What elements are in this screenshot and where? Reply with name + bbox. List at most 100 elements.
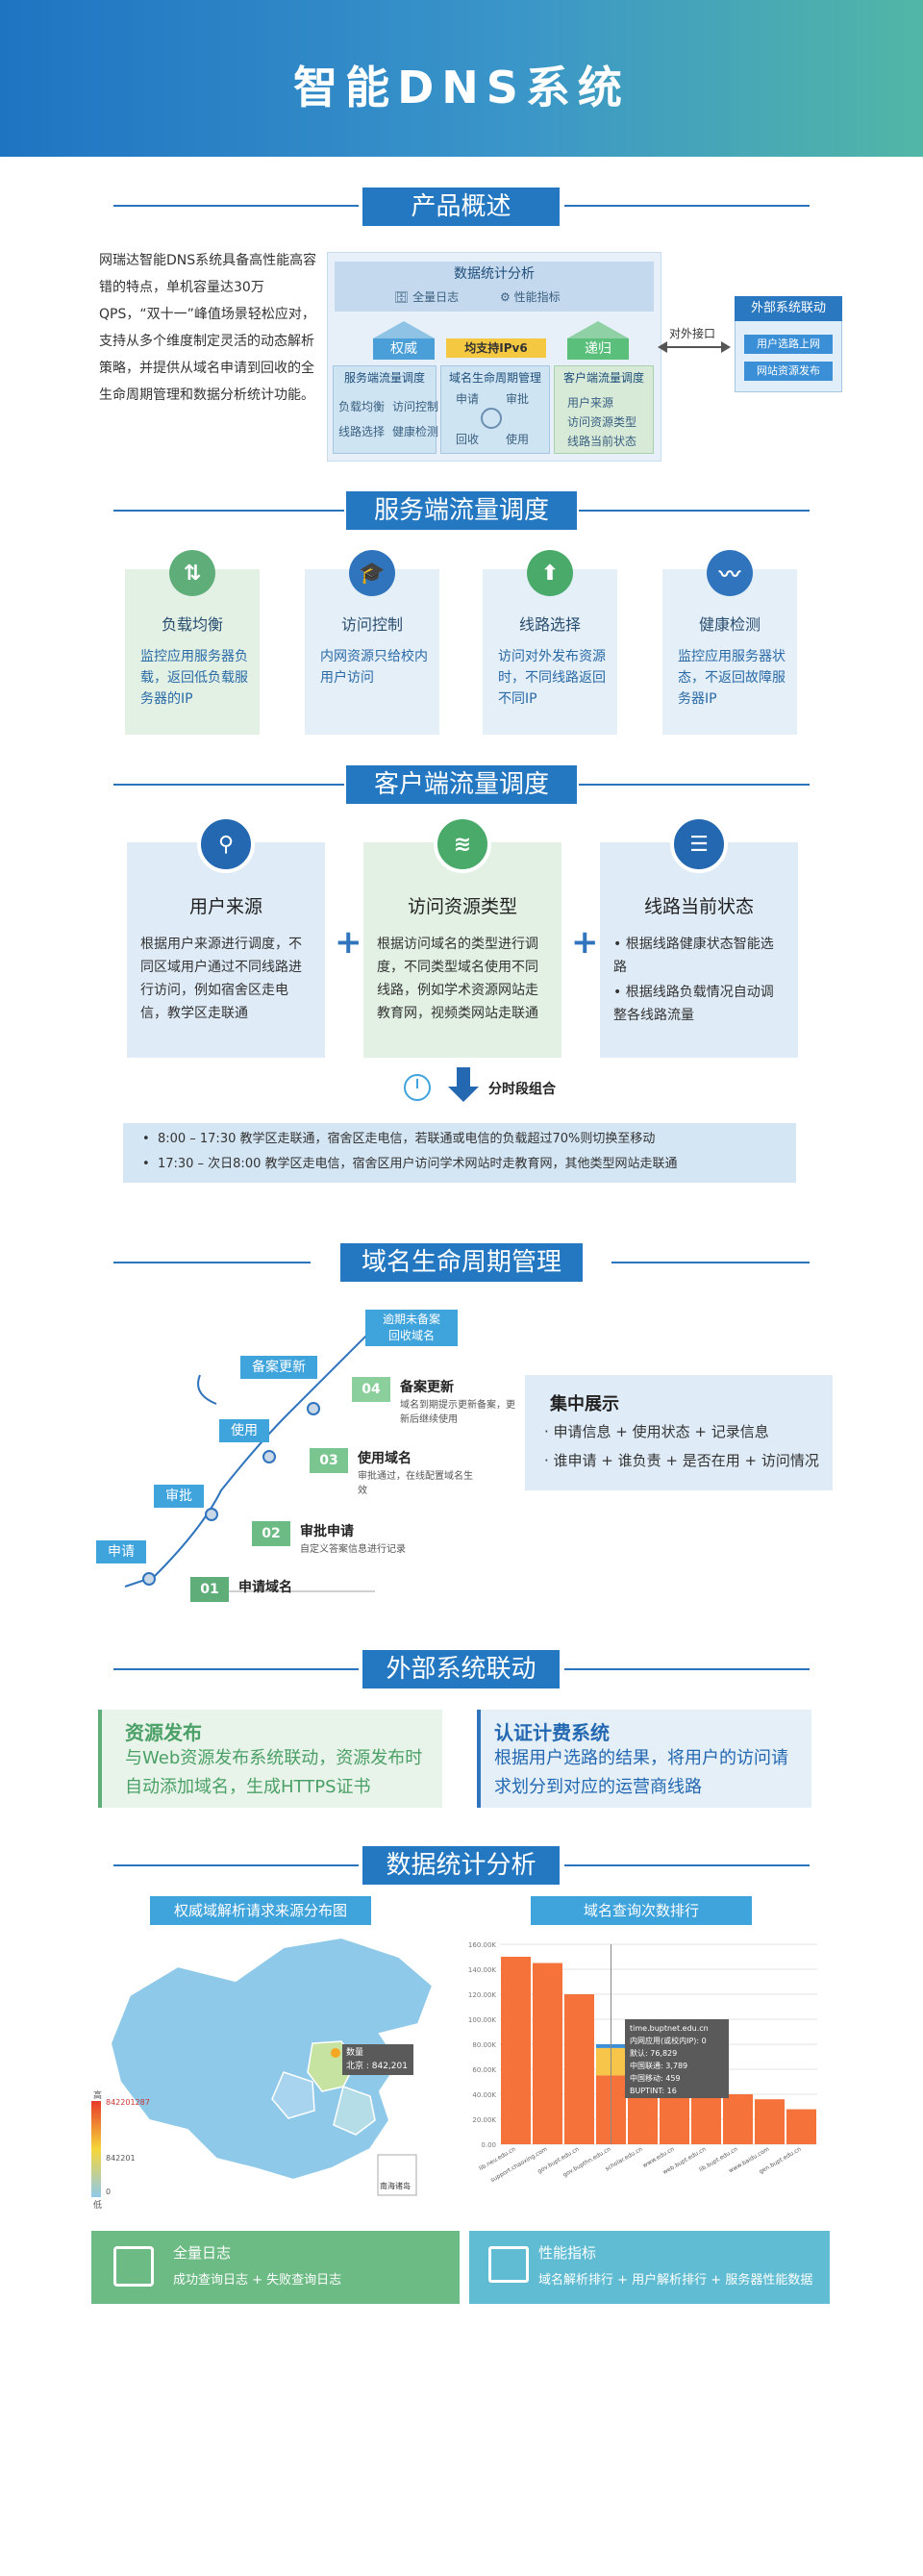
page-title: 智能DNS系统: [293, 62, 630, 113]
client-card-title: 线路当前状态: [643, 896, 754, 917]
server-card-title: 负载均衡: [161, 615, 223, 634]
diagram-item: 访问控制: [392, 400, 439, 413]
bar-segment: [723, 2094, 753, 2144]
timeline-label-approve: 审批: [154, 1485, 204, 1508]
timeline-step-title: 备案更新: [400, 1380, 454, 1395]
section-line: [113, 784, 344, 786]
diagram-recursive: 递归: [567, 338, 629, 360]
x-tick-label: support.chaoxing.com: [489, 2146, 548, 2185]
diagram-stats-block: [335, 262, 654, 312]
section-line: [113, 1668, 359, 1670]
perf-text: 域名解析排行 + 用户解析排行 + 服务器性能数据: [538, 2273, 813, 2288]
y-tick-label: 20.00K: [472, 2116, 496, 2124]
china-map: [91, 1936, 435, 2197]
y-tick-label: 0.00: [481, 2141, 496, 2149]
arrow-down-head: [448, 1087, 479, 1102]
section-title-lifecycle: 域名生命周期管理: [340, 1243, 583, 1282]
diagram-item: 使用: [506, 433, 530, 446]
clock-icon: [404, 1074, 431, 1101]
section-line: [579, 784, 810, 786]
focus-box: [525, 1375, 833, 1490]
diagram-log-label: 🗄 全量日志: [394, 290, 460, 304]
section-line: [564, 1668, 810, 1670]
arrow-up-icon: [567, 321, 629, 338]
map-title: 权威域解析请求来源分布图: [150, 1896, 371, 1925]
monitor-icon: [488, 2246, 529, 2283]
chart-title: 域名查询次数排行: [531, 1896, 752, 1925]
log-title: 全量日志: [173, 2244, 232, 2262]
diagram-item: 线路当前状态: [567, 435, 637, 448]
time-note-2: • 17:30 – 次日8:00 教学区走电信，宿舍区用户访问学术网站时走教育网…: [142, 1157, 678, 1171]
diagram-item: 负载均衡: [338, 400, 386, 413]
diagram-item: 线路选择: [338, 425, 386, 438]
graduation-cap-icon: 🎓: [349, 550, 395, 596]
timeline-step-sub: 审批通过，在线配置域名生效: [358, 1471, 473, 1496]
page-header: [0, 0, 923, 157]
diagram-item: 申请: [456, 392, 480, 406]
log-text: 成功查询日志 + 失败查询日志: [173, 2273, 342, 2288]
legend-max: 842201287: [106, 2098, 150, 2107]
clock-hand: [416, 1079, 418, 1088]
arrow-right-icon: [721, 341, 731, 353]
diagram-perf-label: ⚙ 性能指标: [500, 290, 561, 304]
diagram-server-block: [333, 365, 437, 454]
section-line: [113, 1864, 359, 1866]
time-combo-label: 分时段组合: [488, 1082, 556, 1097]
sliders-icon: ☰: [670, 815, 728, 873]
timeline-step-sub: 域名到期提示更新备案，更新后继续使用: [400, 1400, 515, 1425]
legend-high: 高: [93, 2091, 103, 2101]
section-title-stats: 数据统计分析: [362, 1846, 560, 1885]
map-south-sea-label: 南海诸岛: [380, 2182, 411, 2190]
section-title-external: 外部系统联动: [362, 1650, 560, 1688]
arrow-up-icon: [373, 321, 435, 338]
timeline-step-title: 使用域名: [358, 1451, 412, 1466]
bar-segment: [786, 2109, 816, 2144]
arrow-left-icon: [658, 341, 667, 353]
timeline-reclaim-note: 逾期未备案回收域名: [365, 1310, 458, 1346]
route-icon: ⬆: [527, 550, 573, 596]
timeline-label-update: 备案更新: [240, 1356, 317, 1379]
section-title-server: 服务端流量调度: [346, 491, 577, 530]
legend-low: 低: [93, 2201, 103, 2211]
timeline-step-title: 申请域名: [238, 1580, 292, 1595]
section-line: [113, 510, 344, 512]
external-right-text: 根据用户选路的结果，将用户的访问请求划分到对应的运营商线路: [494, 1748, 788, 1797]
plus-icon: +: [335, 923, 362, 962]
balance-icon: ⇅: [169, 550, 215, 596]
timeline-label-use: 使用: [219, 1419, 269, 1442]
section-title-overview: 产品概述: [362, 188, 560, 226]
external-left-box: [98, 1710, 442, 1808]
legend-min: 0: [106, 2188, 112, 2196]
perf-title: 性能指标: [538, 2244, 597, 2262]
client-card-title: 用户来源: [188, 896, 262, 917]
diagram-item: 审批: [506, 392, 530, 406]
server-card-text: 访问对外发布资源时，不同线路返回不同IP: [498, 649, 606, 707]
client-card-text: 根据访问域名的类型进行调度，不同类型域名使用不同线路，例如学术资源网站走教育网，…: [377, 937, 538, 1021]
cycle-icon: [481, 408, 502, 429]
external-right-title: 认证计费系统: [494, 1721, 610, 1744]
external-right-box: [477, 1710, 811, 1808]
time-note-1: • 8:00 – 17:30 教学区走联通，宿舍区走电信，若联通或电信的负载超过…: [142, 1132, 656, 1146]
timeline-step-title: 审批申请: [300, 1524, 354, 1539]
y-tick-label: 140.00K: [468, 1966, 496, 1974]
server-card-title: 线路选择: [518, 615, 581, 634]
focus-item-2: · 谁申请 + 谁负责 + 是否在用 + 访问情况: [544, 1452, 819, 1469]
section-line: [611, 1262, 810, 1263]
time-notes-box: [123, 1123, 796, 1183]
diagram-server-title: 服务端流量调度: [343, 371, 425, 385]
client-card: [363, 842, 561, 1058]
plus-icon: +: [571, 923, 599, 962]
focus-item-1: · 申请信息 + 使用状态 + 记录信息: [544, 1423, 769, 1440]
y-tick-label: 120.00K: [468, 1991, 496, 1999]
timeline-step-sub: 自定义答案信息进行记录: [300, 1544, 406, 1555]
chart-tooltip: time.buptnet.edu.cn 内网应用(或校内IP): 0 默认: 7…: [625, 2019, 729, 2098]
server-card-title: 访问控制: [340, 615, 403, 634]
diagram-external-item: 用户选路上网: [744, 335, 833, 354]
bar-segment: [564, 1994, 594, 2144]
y-tick-label: 160.00K: [468, 1941, 496, 1949]
diagram-lifecycle-title: 域名生命周期管理: [448, 371, 541, 385]
external-left-title: 资源发布: [125, 1721, 202, 1744]
section-title-client: 客户端流量调度: [346, 765, 577, 804]
server-card: [305, 569, 439, 735]
bar-segment: [533, 1963, 562, 2144]
